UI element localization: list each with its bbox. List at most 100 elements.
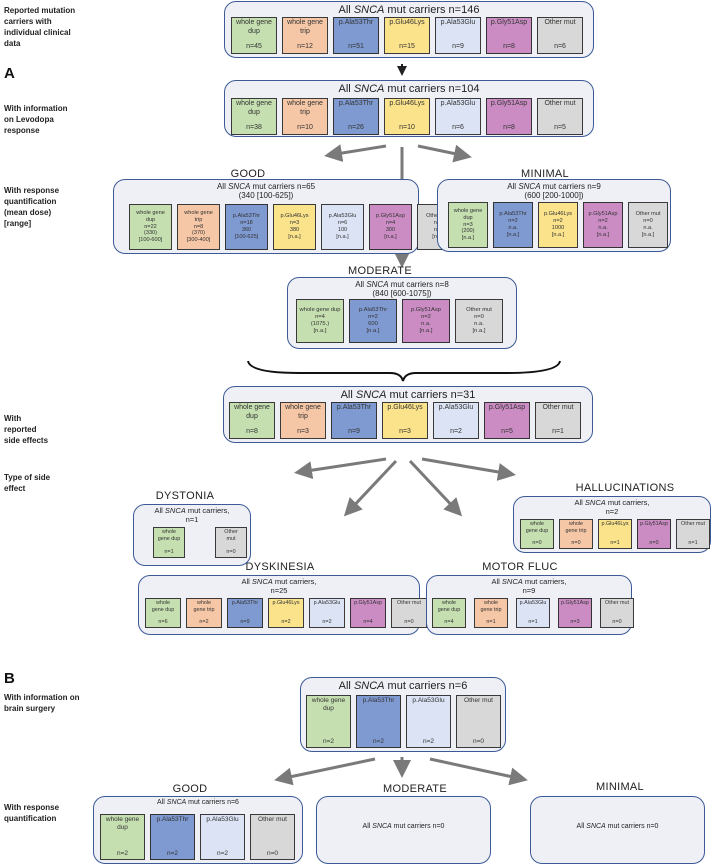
title-prefix: All (574, 498, 585, 507)
box-line: p.Ala53Glu (519, 600, 547, 606)
box-line: dup (248, 108, 260, 116)
box-line: whole gene (285, 404, 321, 411)
box-line: n.a. (474, 321, 484, 327)
box-line: p.Gly51Asp (376, 213, 405, 220)
box-line: 1000 (551, 225, 565, 231)
gene-name: SNCA (584, 498, 606, 507)
panel-subtitle: (840 [600-1075]) (372, 289, 432, 299)
box-line: p.Ala53Thr (156, 816, 189, 823)
heading-motor-fluc: MOTOR FLUC (482, 561, 558, 573)
box-line: Other mut (466, 306, 492, 313)
panel-surgery-moderate: All SNCA mut carriers n=0 (316, 796, 491, 864)
box-line: n=0 (474, 313, 484, 320)
title-suffix: mut carriers n=0 (605, 823, 659, 830)
box-line: [100-625] (234, 233, 259, 240)
mutation-label: p.Ala53Glu (314, 600, 341, 607)
box-line: Other (224, 529, 238, 535)
box-line: whole gene (236, 19, 272, 26)
box-line: Other mut (605, 600, 629, 606)
carrier-count: n=1 (552, 428, 564, 436)
box-line: p.Gly51Asp (411, 306, 441, 313)
title-suffix: mut carriers n=146 (384, 4, 480, 16)
mutation-label: p.Ala53Glu (520, 600, 547, 607)
box-line: gene dup (525, 527, 549, 534)
box-line: n=0 (643, 218, 653, 225)
box-line: p.Ala53Glu (440, 100, 476, 107)
title-suffix: mut carriers n=6 (384, 680, 468, 692)
panel-title: All SNCA mut carriers n=31 (224, 389, 592, 402)
box-line: whole gene (234, 404, 270, 411)
box-line: n=4 (315, 313, 325, 320)
box-line: [n.a.] (288, 233, 301, 240)
box-line: p.Gly51Asp (490, 100, 528, 107)
mutation-label: p.Glu46Lys (389, 100, 424, 109)
box-line: n=3 (289, 220, 300, 227)
title-suffix: mut carriers n=9 (540, 182, 601, 191)
carrier-count: n=1 (688, 540, 698, 547)
box-line: trip (300, 108, 310, 116)
title-suffix: mut carriers n=104 (384, 83, 480, 95)
carrier-count: n=0 (266, 849, 279, 857)
box-line: whole (161, 529, 177, 535)
arrow-to-minimal (417, 144, 472, 163)
carrier-count: n=0 (404, 619, 414, 626)
panel-subtitle: (340 [100-625]) (238, 191, 294, 201)
box-line: whole gene dup (299, 306, 341, 313)
mutation-label: p.Gly51Asp (561, 600, 589, 607)
panel-subtitle: n=25 (270, 585, 288, 595)
box-line: Other mut (544, 100, 576, 107)
box-line: n=2 (368, 313, 378, 320)
heading-dystonia: DYSTONIA (155, 490, 215, 502)
panel-subtitle: (600 [200-1000]) (524, 191, 584, 201)
box-line: Other mut (542, 404, 574, 411)
box-line: [n.a.] (641, 231, 655, 238)
mutation-label: p.Ala53Glu (439, 404, 474, 413)
mutation-label: p.Ala53Glu (441, 100, 476, 109)
box-line: [n.a.] (419, 328, 433, 335)
carrier-count: n=4 (363, 619, 373, 626)
box-line: n=18 (240, 220, 253, 227)
box-line: gene trip (193, 606, 215, 613)
box-line: p.Glu46Lys (543, 211, 573, 218)
panel-title: All SNCA mut carriers n=65(340 [100-625]… (114, 182, 418, 200)
title-suffix: mut carriers n=8 (388, 280, 449, 289)
row-label-quantification: With response quantification (mean dose)… (4, 186, 60, 228)
gene-name: SNCA (501, 577, 523, 586)
box-line: [n.a.] (384, 233, 397, 240)
carrier-count: n=9 (240, 619, 250, 626)
mutation-label: p.Gly51Asp (491, 100, 527, 109)
mutation-label: p.Gly51Asp (489, 404, 525, 413)
box-line: [n.a.] (461, 235, 475, 242)
box-line: p.Ala53Glu (440, 19, 476, 26)
